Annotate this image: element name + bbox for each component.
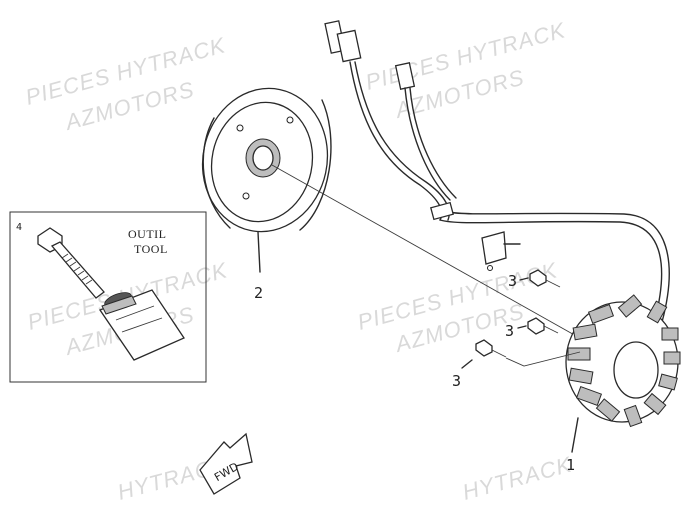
flywheel-drawing: 2 [201, 87, 332, 302]
tool-puller-drawing [99, 289, 185, 361]
callout-3b: 3 [505, 322, 514, 340]
tool-bolt-drawing [37, 227, 105, 299]
callout-3c: 3 [452, 372, 461, 390]
tool-inset-frame [9, 211, 207, 383]
callout-2: 2 [254, 284, 263, 302]
callout-3a: 3 [508, 272, 517, 290]
bolt-c-drawing: 3 [452, 339, 581, 390]
stator-drawing: 1 [565, 294, 681, 474]
tool-label-tool: TOOL [134, 242, 168, 256]
assembly-axis-line [271, 164, 611, 356]
callout-1: 1 [566, 456, 575, 474]
watermark-text: HYTRACK [460, 452, 575, 505]
fwd-arrow: FWD [199, 432, 253, 495]
callout-4: 4 [16, 222, 22, 233]
bolt-b-drawing: 3 [505, 317, 559, 340]
wire-harness-drawing [324, 20, 670, 323]
tool-inset: 4 OUTIL TOOL [9, 211, 207, 383]
bolt-a-drawing: 3 [508, 269, 561, 290]
tool-label-outil: OUTIL [128, 227, 167, 241]
